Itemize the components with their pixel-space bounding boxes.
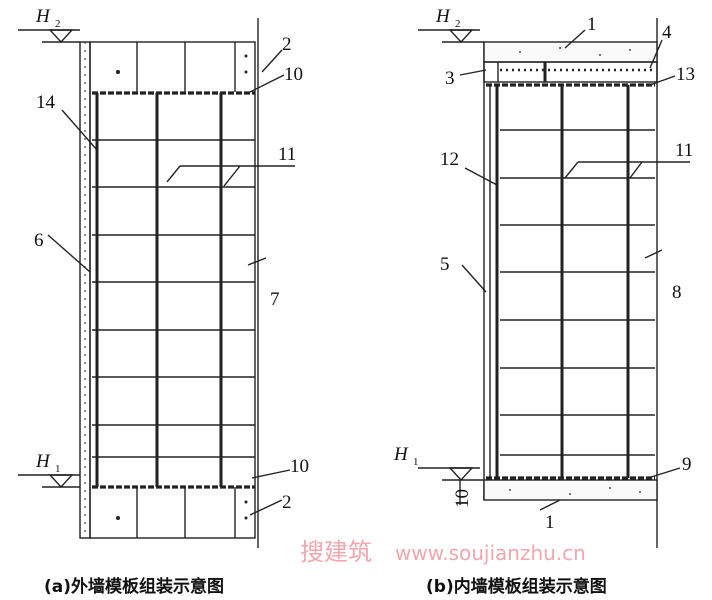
callout-6: 6 (34, 230, 44, 251)
callout-10-top: 10 (284, 64, 303, 85)
callout-11: 11 (278, 144, 296, 165)
level-h2-subscript: 2 (455, 18, 461, 30)
callout-13: 13 (676, 64, 695, 85)
callout-2-bottom: 2 (282, 492, 292, 513)
level-marker-h2: H 2 (18, 6, 80, 44)
watermark-url: www.soujianzhu.cn (395, 541, 586, 565)
panel-a-exterior-wall: H 2 H 1 (18, 6, 309, 548)
callout-14: 14 (36, 92, 56, 113)
panel-b-interior-wall: H 2 H 1 10 (393, 6, 695, 548)
level-h1-subscript: 1 (413, 456, 419, 468)
callout-10-bottom: 10 (290, 456, 309, 477)
bottom-slab (483, 479, 658, 501)
callout-11: 11 (675, 140, 693, 161)
callout-1-bottom: 1 (545, 512, 555, 533)
level-marker-h1: H 1 (393, 444, 484, 482)
callout-3: 3 (445, 68, 455, 89)
level-marker-h1: H 1 (18, 451, 80, 489)
level-h1-subscript: 1 (55, 463, 61, 475)
watermark-cn: 搜建筑 (300, 538, 372, 566)
level-marker-h2: H 2 (418, 6, 484, 44)
watermark: 搜建筑 www.soujianzhu.cn (300, 538, 586, 566)
level-h2-subscript: 2 (55, 18, 61, 30)
caption-b: (b)内墙模板组装示意图 (426, 576, 607, 597)
level-h1-label: H (393, 444, 409, 465)
level-h2-label: H (435, 6, 451, 27)
callout-4: 4 (662, 22, 672, 43)
callout-9: 9 (682, 454, 692, 475)
dimension-10: 10 (452, 489, 473, 508)
level-h1-label: H (35, 451, 51, 472)
top-slab (483, 41, 658, 63)
callout-8: 8 (672, 282, 682, 303)
callout-5: 5 (440, 254, 450, 275)
level-h2-label: H (35, 6, 51, 27)
caption-a: (a)外墙模板组装示意图 (44, 576, 224, 597)
callout-7: 7 (270, 289, 280, 310)
callout-2-top: 2 (282, 34, 292, 55)
callout-12: 12 (440, 149, 459, 170)
callout-1-top: 1 (587, 14, 597, 35)
